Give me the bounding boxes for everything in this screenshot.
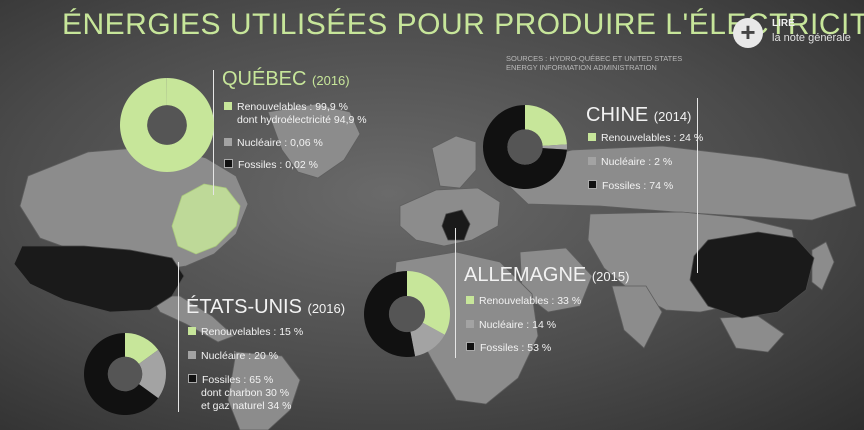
plus-icon[interactable]: + (733, 18, 763, 48)
map-usa-highlight (13, 245, 185, 313)
usa-gas-note: et gaz naturel 34 % (201, 400, 292, 412)
quebec-legend-fossil: Fossiles : 0,02 % (224, 159, 318, 172)
donut-slice-renewable (119, 78, 214, 172)
donut-slice-nuclear (138, 349, 166, 399)
fossil-swatch (224, 159, 233, 168)
map-southeast-asia (719, 315, 785, 353)
map-china-highlight (689, 231, 815, 319)
map-india (611, 285, 663, 349)
quebec-donut (119, 78, 214, 172)
china-name: CHINE (586, 104, 649, 126)
map-south-america (227, 351, 301, 430)
germany-title: ALLEMAGNE (2015) (464, 264, 629, 287)
donut-slice-renewable (407, 271, 450, 335)
germany-renewable-label: Renouvelables : 33 % (479, 295, 582, 307)
sources-line-1: SOURCES : HYDRO-QUÉBEC ET UNITED STATES (506, 54, 683, 63)
donut-hole (507, 129, 543, 165)
usa-legend-nuclear: Nucléaire : 20 % (188, 350, 278, 363)
quebec-title: QUÉBEC (2016) (222, 68, 350, 91)
donut-slice-nuclear (410, 322, 445, 357)
quebec-legend-renewable: Renouvelables : 99,9 % (224, 101, 348, 114)
china-divider (697, 98, 698, 273)
nuclear-swatch (588, 157, 596, 165)
germany-divider (455, 228, 456, 358)
usa-year: (2016) (307, 301, 346, 316)
germany-legend-renewable: Renouvelables : 33 % (466, 295, 581, 308)
germany-legend-nuclear: Nucléaire : 14 % (466, 319, 556, 332)
renewable-swatch (224, 102, 232, 110)
usa-fossil-label: Fossiles : 65 % (202, 374, 274, 386)
usa-renewable-label: Renouvelables : 15 % (201, 326, 304, 338)
quebec-name: QUÉBEC (222, 68, 307, 90)
map-germany-highlight (441, 209, 471, 241)
map-central-america (149, 295, 235, 343)
germany-donut (363, 271, 450, 357)
nuclear-swatch (188, 351, 196, 359)
fossil-swatch (588, 180, 597, 189)
donut-hole (107, 356, 143, 392)
donut-slice-renewable (125, 333, 159, 364)
renewable-swatch (466, 296, 474, 304)
sources-line-2: ENERGY INFORMATION ADMINISTRATION (506, 63, 657, 72)
map-russia (491, 145, 857, 221)
china-title: CHINE (2014) (586, 104, 691, 127)
germany-legend-fossil: Fossiles : 53 % (466, 342, 551, 355)
quebec-year: (2016) (312, 73, 350, 88)
germany-name: ALLEMAGNE (464, 264, 587, 286)
germany-fossil-label: Fossiles : 53 % (480, 342, 552, 354)
donut-slice-fossil (83, 333, 159, 415)
usa-nuclear-label: Nucléaire : 20 % (201, 350, 279, 362)
quebec-divider (213, 70, 214, 195)
map-greenland (267, 103, 361, 179)
nuclear-swatch (224, 138, 232, 146)
donut-slice-fossil (363, 271, 416, 357)
read-label[interactable]: LIRE (772, 18, 795, 29)
china-legend-nuclear: Nucléaire : 2 % (588, 156, 672, 169)
sources-note: SOURCES : HYDRO-QUÉBEC ET UNITED STATES … (506, 54, 706, 72)
quebec-nuclear-label: Nucléaire : 0,06 % (237, 137, 323, 149)
quebec-fossil-label: Fossiles : 0,02 % (238, 159, 318, 171)
map-scandinavia (431, 135, 477, 189)
usa-title: ÉTATS-UNIS (2016) (186, 296, 345, 319)
usa-donut (83, 333, 166, 415)
china-fossil-label: Fossiles : 74 % (602, 180, 674, 192)
usa-divider (178, 262, 179, 412)
quebec-legend-nuclear: Nucléaire : 0,06 % (224, 137, 323, 150)
fossil-swatch (188, 374, 197, 383)
germany-nuclear-label: Nucléaire : 14 % (479, 319, 557, 331)
donut-slice-renewable (525, 105, 567, 146)
quebec-hydro-note: dont hydroélectricité 94,9 % (237, 114, 367, 126)
fossil-swatch (466, 342, 475, 351)
renewable-swatch (188, 327, 196, 335)
donut-hole (147, 105, 187, 145)
nuclear-swatch (466, 320, 474, 328)
china-year: (2014) (653, 109, 692, 124)
renewable-swatch (588, 133, 596, 141)
china-legend-renewable: Renouvelables : 24 % (588, 132, 703, 145)
china-legend-fossil: Fossiles : 74 % (588, 180, 673, 193)
usa-name: ÉTATS-UNIS (186, 296, 302, 318)
china-nuclear-label: Nucléaire : 2 % (601, 156, 673, 168)
usa-legend-renewable: Renouvelables : 15 % (188, 326, 303, 339)
page-title: ÉNERGIES UTILISÉES POUR PRODUIRE L'ÉLECT… (62, 8, 864, 41)
china-renewable-label: Renouvelables : 24 % (601, 132, 704, 144)
usa-coal-note: dont charbon 30 % (201, 387, 290, 399)
map-quebec-highlight (171, 183, 241, 255)
read-general-note-link[interactable]: la note générale (772, 32, 851, 44)
map-japan (811, 241, 835, 291)
donut-hole (388, 295, 426, 333)
germany-year: (2015) (591, 269, 630, 284)
donut-slice-fossil (483, 105, 567, 189)
usa-legend-fossil: Fossiles : 65 % (188, 374, 273, 387)
quebec-renewable-label: Renouvelables : 99,9 % (237, 101, 348, 113)
china-donut (483, 105, 567, 189)
donut-slice-nuclear (542, 144, 567, 150)
